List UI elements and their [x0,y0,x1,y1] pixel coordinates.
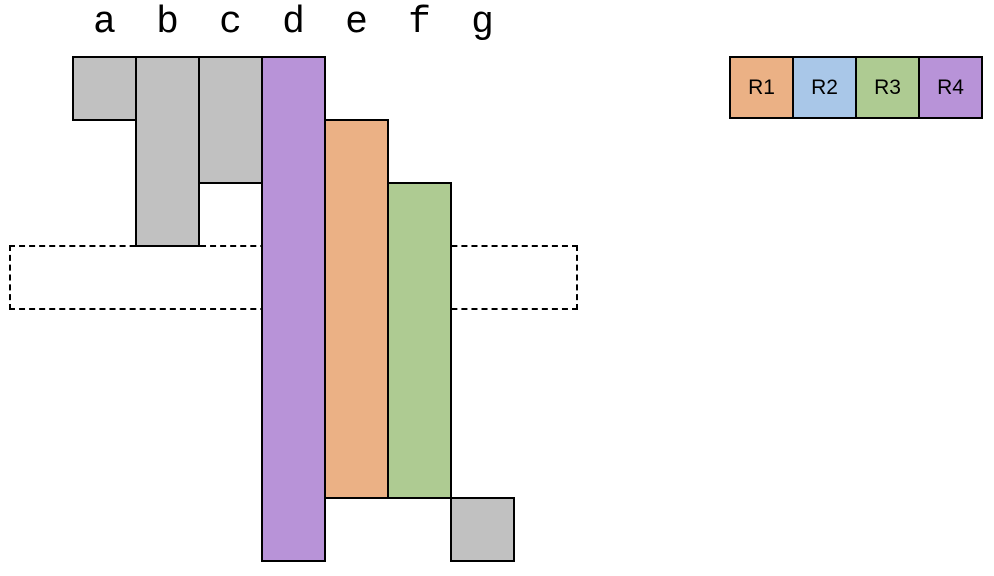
legend-item-R4: R4 [918,56,983,119]
column-label-b: b [156,1,179,44]
bar-e [324,119,389,499]
legend-label: R3 [874,75,901,99]
legend-item-R3: R3 [855,56,920,119]
legend-label: R4 [937,75,964,99]
bar-c [198,56,263,184]
column-label-e: e [345,1,368,44]
column-label-c: c [219,1,242,44]
column-label-a: a [93,1,116,44]
column-label-f: f [408,1,431,44]
bar-f [387,182,452,499]
legend: R1 R2 R3 R4 [729,56,983,119]
legend-label: R2 [811,75,838,99]
column-label-d: d [282,1,305,44]
legend-item-R1: R1 [729,56,794,119]
legend-item-R2: R2 [792,56,857,119]
bar-d [261,56,326,562]
bar-g [450,497,515,562]
column-label-g: g [471,1,494,44]
bar-a [72,56,137,121]
bar-b [135,56,200,247]
legend-label: R1 [748,75,775,99]
